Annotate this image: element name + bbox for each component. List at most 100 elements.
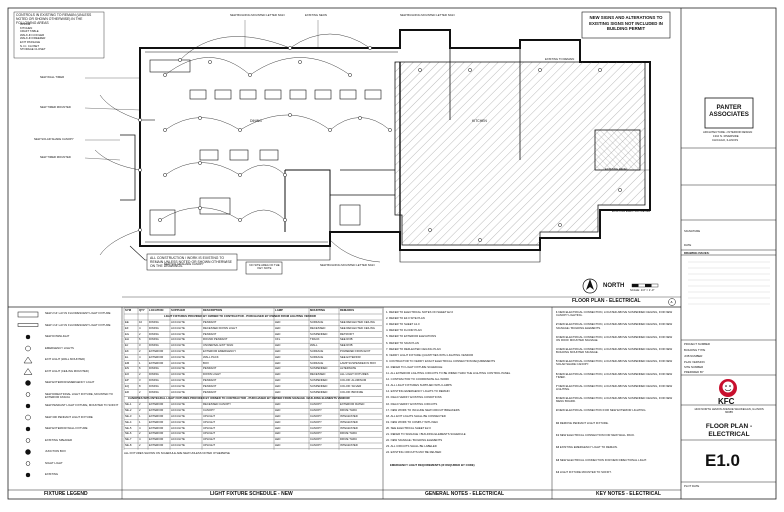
fixture-symbol xyxy=(468,68,472,72)
fixture-symbol xyxy=(368,46,372,50)
plan-label: NEW SOLAR SHADE CANOPY xyxy=(164,262,204,266)
key-note-text: REMOVE PENDANT LIGHT FIXTURE. xyxy=(559,420,609,425)
construction-note: ALL CONSTRUCTION / WORK IS EXISTING TO R… xyxy=(150,256,232,268)
schedule-cell: ALTERNATE xyxy=(340,366,357,371)
schedule-cell: EQ xyxy=(125,383,130,388)
schedule-cell: LED xyxy=(275,431,281,436)
fixture-symbol xyxy=(428,228,432,232)
key-note: 11 NEW ELECTRICAL CONNECTION FOR NEW WAL… xyxy=(556,433,677,437)
schedule-cell: SUSPENDED xyxy=(310,331,328,336)
schedule-cell: ACCULITE xyxy=(171,389,185,394)
site-stamp: NO SITE AREA OF THE KEY NOTE xyxy=(249,263,280,271)
schedule-cell: SURFACE xyxy=(310,349,324,353)
general-note-text: REFER TO ELECTRICAL NOTES ON SHEET E2.0 xyxy=(389,310,454,314)
callout-list-item: EXIT PASSAGE xyxy=(20,39,41,44)
fixture-symbol xyxy=(158,218,162,222)
schedule-cell: 2 xyxy=(139,402,141,407)
fixture-symbol xyxy=(288,46,292,50)
general-note: 6. REFER TO SIGN PLAN xyxy=(386,340,419,345)
fixture-symbol xyxy=(138,168,142,172)
fixture-symbol xyxy=(198,116,202,120)
fixture-symbol xyxy=(208,60,212,64)
schedule-cell: CANOPY xyxy=(310,402,322,407)
general-note-text: ALL LIGHT FIXTURES SUPPLIED WITH LAMPS xyxy=(390,383,452,388)
schedule-cell: NE-3 xyxy=(125,414,132,418)
schedule-cell: LED xyxy=(275,366,281,371)
general-note: 11. ALL EXTERIOR LIGHTING CIRCUITS TO BE… xyxy=(386,372,510,375)
schedule-section-owner: LIGHT FIXTURES PROVIDED BY OWNER TO CONT… xyxy=(164,314,316,318)
general-note-number: 10. xyxy=(386,364,391,369)
general-note-number: 2. xyxy=(386,316,390,321)
schedule-cell: SURFACE xyxy=(310,320,324,324)
schedule-cell: COLOR: ALUMINUM xyxy=(340,378,367,382)
general-note-number: 12. xyxy=(386,377,391,382)
room-label: KITCHEN xyxy=(472,119,487,123)
general-note-text: REFER TO SIGNAGE / BUILDING ELEMENTS SCH… xyxy=(390,432,466,436)
general-note-number: 18. xyxy=(386,413,391,418)
schedule-cell: CANOPY xyxy=(310,419,322,424)
floor-plan xyxy=(84,20,651,263)
general-note-number: 1. xyxy=(386,310,390,314)
callout-list-item: OFFICE xyxy=(20,22,31,26)
schedule-cell: LED xyxy=(275,425,281,430)
schedule-cell: SEE ROB xyxy=(340,337,353,342)
general-note-text: ALL EXIT LIGHTS SHALL BE CONNECTED xyxy=(390,413,446,418)
key-note-text: EXISTING EMERGENCY LIGHT TO REMAIN. xyxy=(559,445,618,450)
callout-list-item: KITCHEN xyxy=(20,25,33,30)
fixture-symbol xyxy=(198,206,202,210)
key-note: 10 REMOVE PENDANT LIGHT FIXTURE. xyxy=(556,420,677,425)
key-notes-title: KEY NOTES - ELECTRICAL xyxy=(596,491,661,497)
fixture-symbol xyxy=(558,223,562,227)
schedule-cell: SURFACE xyxy=(310,354,324,359)
legend-item: JUNCTION BOX xyxy=(45,449,66,453)
schedule-cell: DINING xyxy=(149,331,159,336)
general-note-text: FIELD VERIFY EXISTING CONDITIONS xyxy=(390,395,442,400)
schedule-cell: RETROFIT xyxy=(340,331,354,336)
schedule-cell: PENDANT xyxy=(203,378,217,382)
schedule-header: MOUNTING xyxy=(310,308,326,312)
general-note-text: ALL CIRCUITS SHALL BE LABELED xyxy=(390,444,437,449)
legend-item: NEW DIRECTIONAL LIGHT FIXTURE, MOUNTED T… xyxy=(45,391,113,399)
general-note-text: REFER TO SIGN PLAN xyxy=(389,340,419,345)
schedule-cell: DINING xyxy=(149,372,159,377)
schedule-cell: SEE EXTERIOR xyxy=(340,354,361,359)
schedule-cell: ACCULITE xyxy=(171,437,185,442)
key-note-number: 8 xyxy=(556,396,559,401)
firm-line: ARCHITECTURE • INTERIOR DESIGN xyxy=(703,130,753,134)
schedule-cell: SUSPENDED xyxy=(310,378,328,382)
schedule-cell: 6 xyxy=(139,337,141,342)
schedule-cell: ROUND PENDANT xyxy=(203,337,228,342)
key-note-number: 2 xyxy=(556,322,559,327)
callout-list-item: N.I.C. CLOSET xyxy=(20,43,40,48)
general-note-number: 19. xyxy=(386,419,391,424)
building-label: BUILDING TYPE xyxy=(684,348,706,352)
fixture-legend-title: FIXTURE LEGEND xyxy=(44,491,88,497)
schedule-cell: EL xyxy=(125,354,129,359)
schedule-cell: LED xyxy=(275,331,281,336)
plan-label: NEW TIMER MOUNTED xyxy=(40,155,71,159)
schedule-cell: LED xyxy=(275,419,281,424)
schedule-cell: ACCULITE xyxy=(171,366,185,371)
fixture-symbol xyxy=(138,118,142,122)
key-note-number: 1 xyxy=(556,310,559,314)
north-label: NORTH xyxy=(603,283,625,289)
legend-item: NEW EXTERIOR EMERGENCY LIGHT xyxy=(45,380,95,384)
schedule-cell: SUSPENDED xyxy=(310,366,328,371)
fixture-symbol xyxy=(348,73,352,77)
callout-list-item: WALK-IN FREEZER xyxy=(20,36,46,41)
schedule-cell: CANOPY xyxy=(310,437,322,442)
legend-item: EXIT LIGHT (WALL MOUNTED) xyxy=(45,357,86,361)
legend-symbol xyxy=(25,403,31,409)
schedule-cell: SEE REFLECTED CEILING xyxy=(340,320,375,324)
drawing-issues-label: DRAWING ISSUES: xyxy=(684,250,710,255)
schedule-cell: EXTERIOR xyxy=(149,360,164,365)
general-notes-footer: EMERGENCY LIGHT REQUIREMENTS (IF REQUIRE… xyxy=(390,463,475,467)
fixture-symbol xyxy=(388,128,392,132)
schedule-cell: ACCULITE xyxy=(171,383,185,388)
legend-symbol xyxy=(25,472,31,478)
schedule-cell: CFL xyxy=(275,337,281,342)
project-label: PROJECT NUMBER xyxy=(684,342,710,346)
schedule-cell: PENDANT xyxy=(203,366,217,371)
legend-item: NIGHT LIGHT xyxy=(45,460,63,465)
schedule-cell: LED xyxy=(275,349,281,353)
